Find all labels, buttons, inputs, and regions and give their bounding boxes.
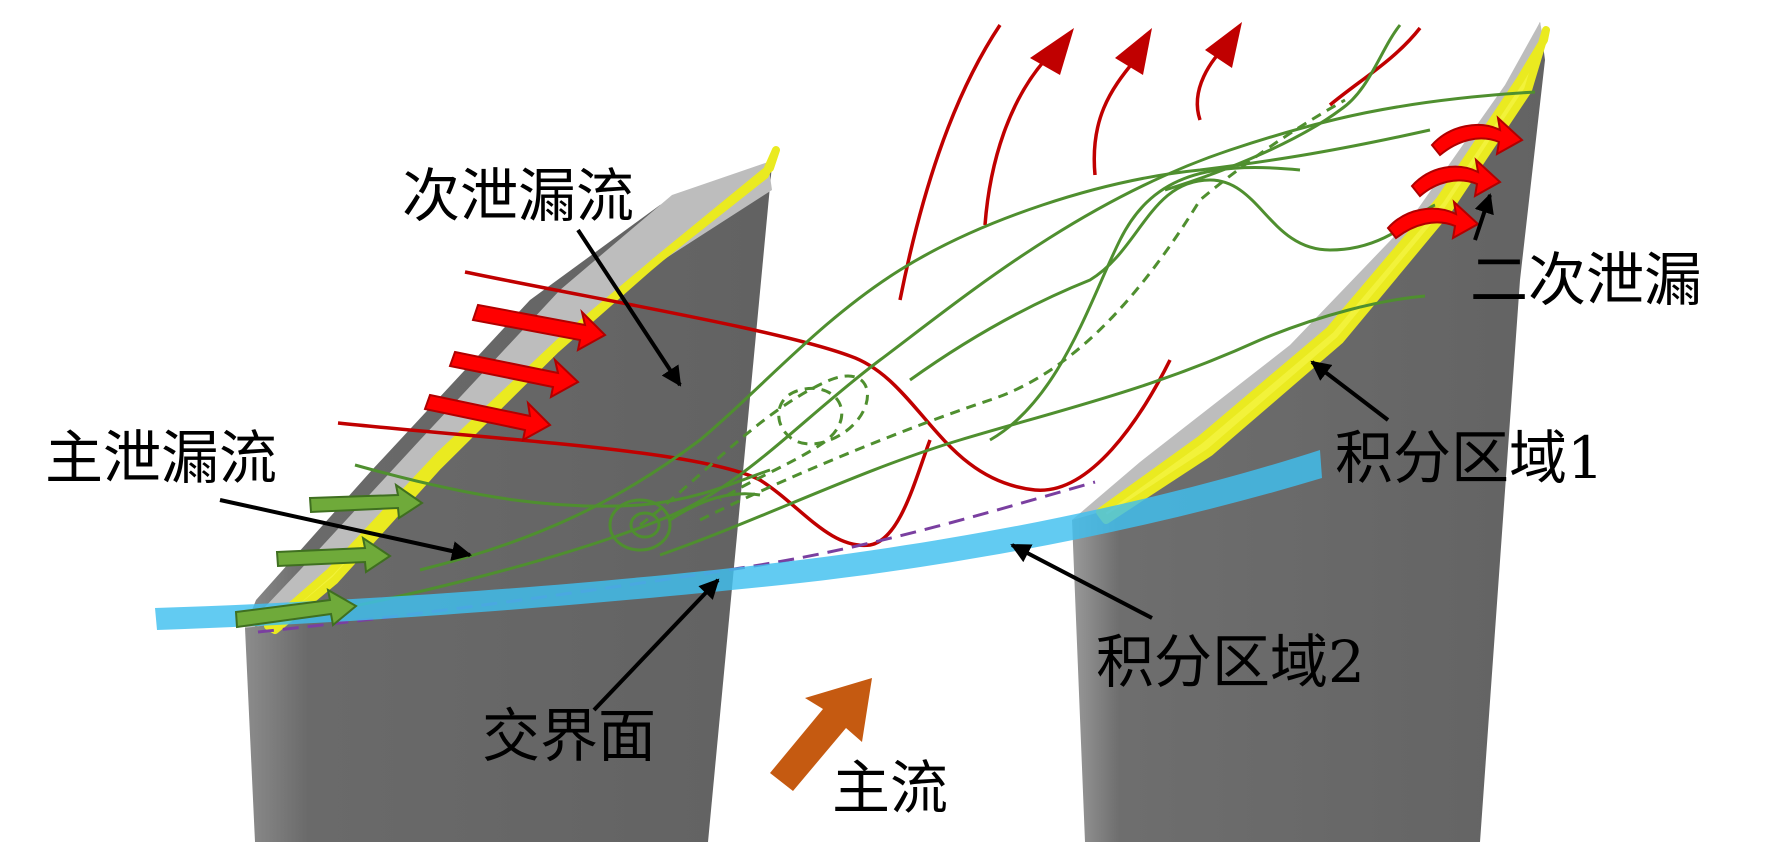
green-arrow-icon [234, 588, 358, 629]
label-interface: 交界面 [482, 702, 656, 770]
secondary-leakage-arrows [423, 303, 607, 442]
right-blade [1072, 22, 1550, 842]
label-main-flow: 主流 [832, 754, 948, 822]
pointer-secondary-leakage-flow [576, 228, 682, 387]
pointer-secondary-leakage [1473, 193, 1494, 241]
leakage-vortex-line [659, 294, 1426, 557]
red-arrow-icon [471, 303, 607, 352]
left-blade-body [245, 165, 772, 842]
left-blade-top-surface [245, 162, 772, 628]
leakage-vortex-dashed [639, 374, 869, 527]
leakage-vortex-line [354, 463, 771, 508]
pointer-arrows [219, 193, 1494, 712]
curved-red-arrow-icon [1410, 157, 1502, 198]
label-secondary-leakage-flow: 次泄漏流 [402, 162, 634, 230]
secondary-leakage-streamline [337, 421, 932, 547]
red-arrow-icon [448, 350, 580, 399]
red-arrow-icon [423, 393, 552, 442]
leakage-vortex-line [1164, 24, 1402, 192]
secondary-leakage-streamline [898, 24, 1002, 301]
outflow-arrowheads [1030, 22, 1242, 75]
right-blade-tip-highlight [1096, 26, 1550, 524]
label-integration-region-2: 积分区域2 [1096, 628, 1365, 696]
leakage-vortex-line [419, 128, 1431, 572]
pointer-interface [592, 578, 720, 712]
leakage-vortex-dashed [699, 98, 1346, 522]
outflow-arrow-icon [1205, 22, 1242, 68]
outflow-arrow-icon [1115, 28, 1152, 75]
curved-red-arrow-icon [1386, 199, 1480, 240]
label-main-leakage-flow: 主泄漏流 [45, 424, 277, 492]
curved-red-arrow-icon [1430, 115, 1524, 157]
secondary-leakage-streamline [983, 58, 1047, 226]
leakage-vortex-coil [608, 492, 761, 552]
main-leakage-arrows [234, 482, 424, 629]
main-flow-arrow-icon [770, 678, 872, 791]
pointer-integration-region-2 [1010, 543, 1153, 620]
green-arrow-icon [308, 482, 424, 520]
secondary-leakage-streamline [1328, 26, 1422, 107]
label-secondary-leakage: 二次泄漏 [1470, 246, 1702, 314]
label-integration-region-1: 积分区域1 [1335, 424, 1604, 492]
pointer-integration-region-1 [1310, 360, 1390, 422]
secondary-leakage-streamline [1092, 58, 1137, 176]
secondary-leakage-streamline [464, 270, 1172, 492]
leakage-vortex-line [909, 178, 1436, 382]
outflow-arrow-icon [1030, 28, 1074, 75]
leakage-vortex-line [254, 90, 1536, 627]
pointer-main-leakage-flow [219, 498, 472, 561]
secondary-leakage-tip-arrows [1386, 115, 1524, 240]
green-arrow-icon [275, 535, 392, 574]
labels: 次泄漏流 主泄漏流 二次泄漏 积分区域1 积分区域2 交界面 主流 [45, 162, 1702, 822]
leakage-vortex-line [989, 166, 1301, 442]
